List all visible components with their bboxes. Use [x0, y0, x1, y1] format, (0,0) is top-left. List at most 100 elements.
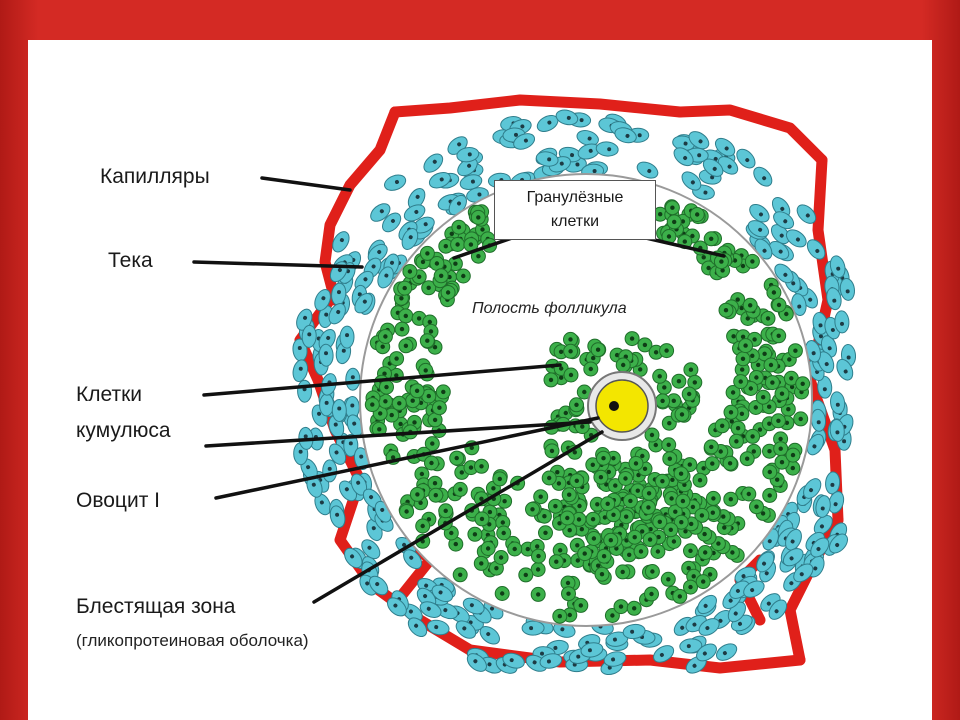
cumulus-cell-nucleus	[608, 538, 613, 543]
theca-cell-nucleus	[659, 652, 664, 657]
cumulus-cell	[544, 443, 560, 459]
theca-cell-nucleus	[835, 542, 840, 547]
theca-cell	[817, 375, 833, 399]
theca-cell-nucleus	[457, 201, 462, 206]
granulosa-cell-nucleus	[688, 548, 693, 553]
granulosa-cell-nucleus	[595, 502, 600, 507]
granulosa-cell-nucleus	[756, 362, 761, 368]
granulosa-cell	[770, 413, 786, 429]
theca-cell-nucleus	[611, 657, 616, 662]
granulosa-cell-nucleus	[472, 532, 478, 537]
granulosa-cell-nucleus	[786, 407, 791, 412]
theca-cell-body	[743, 580, 765, 598]
cumulus-cell	[675, 493, 691, 509]
theca-cell	[344, 547, 363, 569]
granulosa-cell	[530, 586, 546, 602]
theca-cell-nucleus	[369, 495, 374, 500]
theca-cell-nucleus	[815, 248, 820, 253]
granulosa-cell-nucleus	[575, 543, 580, 548]
theca-cell-nucleus	[805, 213, 810, 218]
granulosa-cell	[660, 571, 676, 587]
cumulus-cell	[586, 531, 602, 546]
granulosa-cell	[394, 321, 410, 337]
cumulus-cell-nucleus	[624, 514, 629, 519]
theca-cell-nucleus	[339, 238, 344, 243]
granulosa-cell-nucleus	[432, 481, 438, 486]
granulosa-cell	[455, 268, 471, 284]
cumulus-cell-nucleus	[635, 488, 640, 493]
cumulus-cell-nucleus	[606, 469, 611, 475]
granulosa-cell	[694, 507, 710, 523]
theca-cell-nucleus	[789, 556, 794, 561]
granulosa-cell-nucleus	[776, 302, 782, 308]
theca-cell-nucleus	[703, 603, 708, 608]
granulosa-cell	[785, 447, 801, 463]
theca-cell-nucleus	[592, 169, 597, 174]
theca-cell-body	[314, 289, 331, 311]
theca-cell-nucleus	[473, 659, 478, 664]
cumulus-cell-nucleus	[676, 379, 682, 384]
granulosa-cell-nucleus	[479, 464, 484, 469]
granulosa-cell-nucleus	[500, 520, 505, 525]
cumulus-cell	[590, 342, 606, 358]
theca-cell-nucleus	[842, 439, 847, 444]
cumulus-cell	[655, 393, 671, 409]
theca-cell-nucleus	[344, 487, 349, 492]
theca-cell-nucleus	[576, 654, 581, 659]
granulosa-cell	[379, 379, 394, 395]
capillary-segment	[389, 94, 686, 118]
theca-cell-nucleus	[816, 420, 821, 425]
granulosa-cell-nucleus	[718, 449, 723, 454]
granulosa-cell-nucleus	[683, 529, 688, 534]
cumulus-cell-nucleus	[588, 366, 593, 372]
granulosa-cell-nucleus	[650, 569, 655, 574]
granulosa-cell-nucleus	[439, 273, 444, 278]
theca-cell	[829, 255, 846, 278]
cumulus-cell-nucleus	[611, 512, 616, 517]
granulosa-cell	[449, 450, 465, 466]
theca-cell-nucleus	[818, 334, 823, 339]
theca-cell-nucleus	[780, 206, 785, 211]
granulosa-cell	[705, 490, 721, 506]
theca-cell-nucleus	[758, 227, 763, 232]
granulosa-cell	[773, 441, 789, 457]
granulosa-cell-nucleus	[750, 434, 755, 439]
granulosa-cell-nucleus	[746, 491, 751, 497]
granulosa-cell-nucleus	[739, 305, 744, 311]
cumulus-cell-nucleus	[605, 501, 610, 506]
theca-cell-nucleus	[298, 366, 303, 371]
granulosa-cell-nucleus	[407, 269, 413, 274]
granulosa-cell-nucleus	[418, 500, 423, 505]
granulosa-cell-nucleus	[658, 212, 663, 217]
cumulus-cell-nucleus	[667, 456, 672, 461]
theca-cell	[332, 231, 350, 253]
cumulus-cell-nucleus	[601, 554, 607, 559]
granulosa-cell-nucleus	[579, 527, 584, 532]
granulosa-cell	[409, 383, 425, 399]
cumulus-cell-nucleus	[669, 496, 674, 501]
theca-cell-nucleus	[336, 290, 341, 295]
theca-cell	[785, 229, 807, 248]
theca-cell	[828, 533, 849, 554]
granulosa-cell-nucleus	[686, 566, 691, 571]
theca-cell-nucleus	[587, 136, 592, 141]
theca-cell-nucleus	[745, 158, 750, 163]
theca-cell-nucleus	[379, 209, 384, 214]
cumulus-cell-nucleus	[642, 342, 648, 348]
theca-cell-nucleus	[702, 651, 707, 656]
theca-cell-nucleus	[317, 411, 322, 416]
theca-cell	[830, 391, 846, 415]
theca-cell	[419, 601, 442, 618]
granulosa-cell-nucleus	[730, 390, 736, 395]
theca-cell	[318, 343, 334, 367]
granulosa-cell-nucleus	[575, 558, 580, 563]
theca-cell-nucleus	[797, 304, 802, 309]
granulosa-cell-nucleus	[476, 254, 481, 259]
theca-cell-nucleus	[327, 466, 332, 471]
theca-cell-nucleus	[324, 400, 329, 405]
zona-pointer-2	[204, 420, 592, 448]
theca-cell-nucleus	[799, 572, 804, 577]
cumulus-cell-nucleus	[547, 475, 552, 481]
granulosa-pointer-right	[644, 236, 726, 258]
theca-cell	[714, 137, 736, 157]
